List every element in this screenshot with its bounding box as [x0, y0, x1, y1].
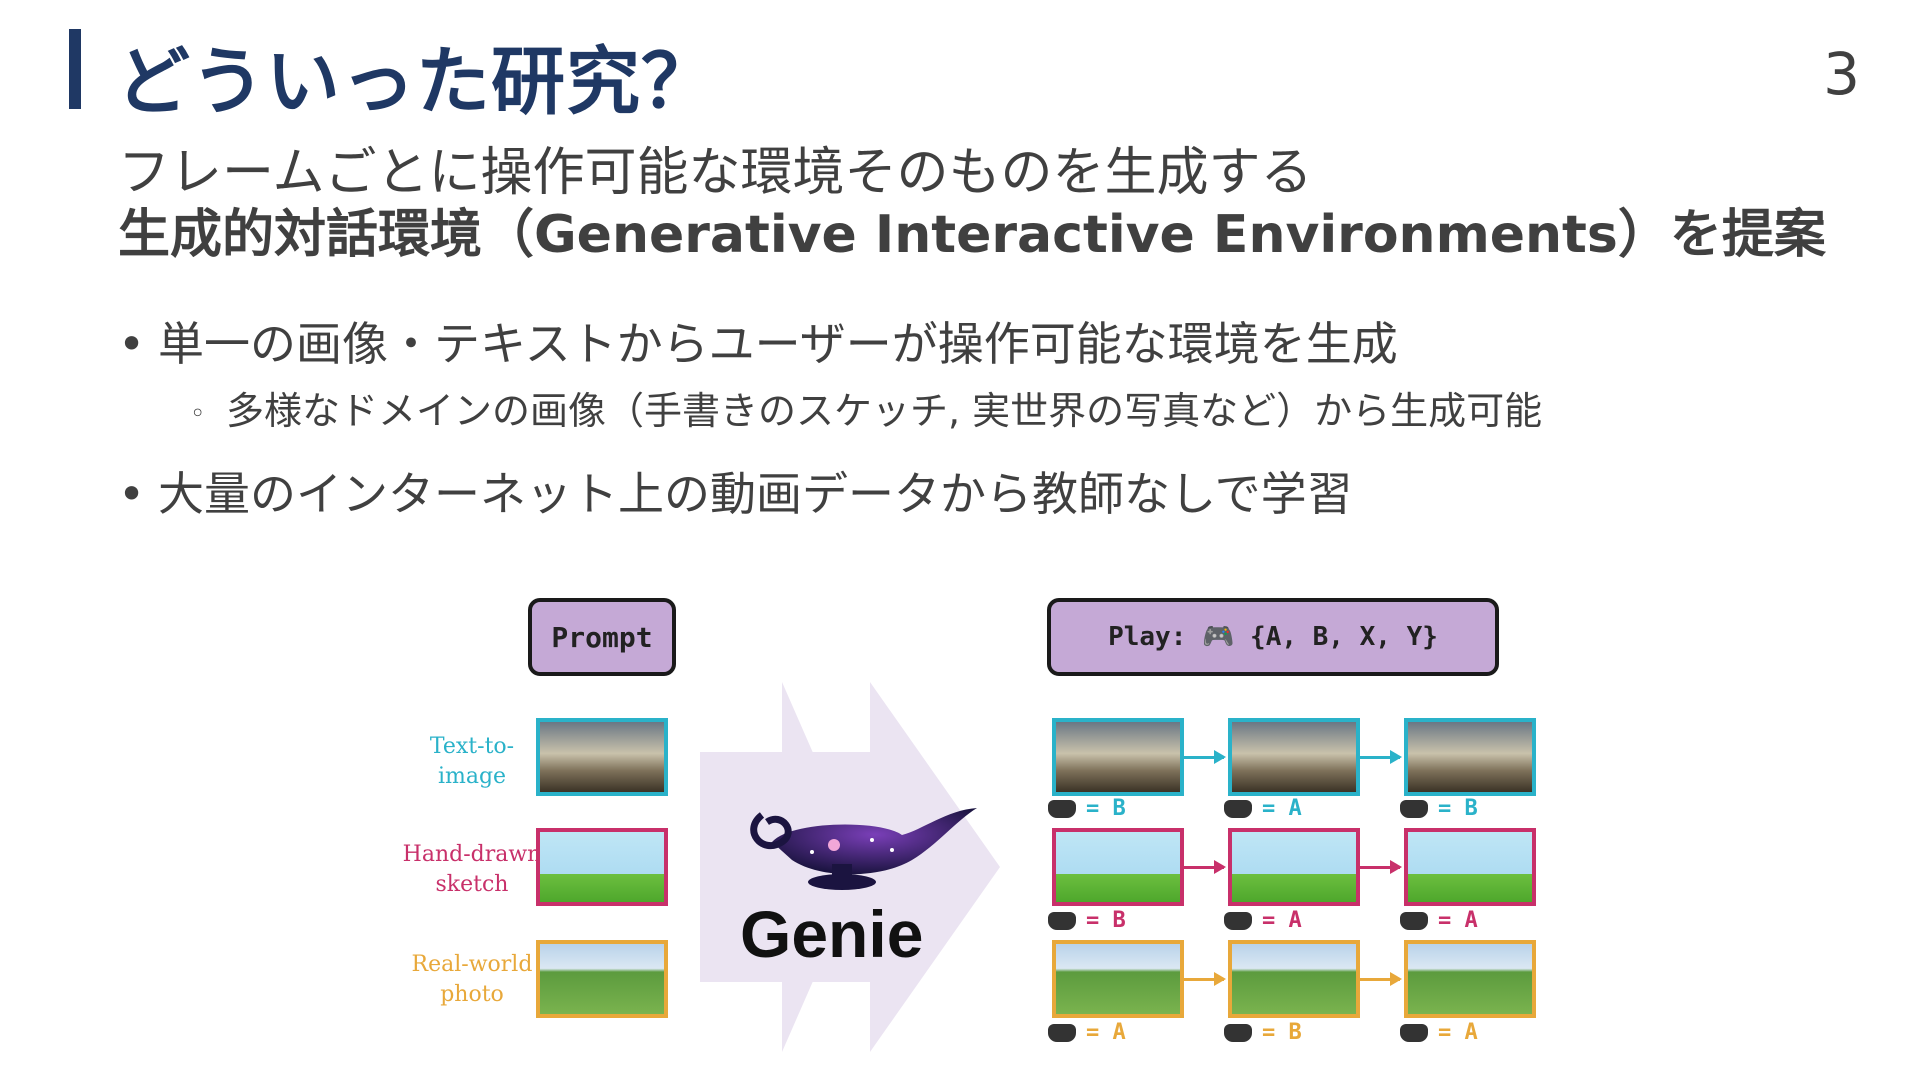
subtitle-line-1: フレームごとに操作可能な環境そのものを生成する — [118, 143, 1313, 203]
source-label-text-to-image: Text-to-image — [429, 734, 515, 789]
slide-title: どういった研究？ — [116, 39, 716, 125]
frame-r2-c2 — [1228, 828, 1360, 906]
source-image-sketch — [536, 828, 668, 906]
gamepad-icon — [1400, 911, 1428, 930]
frame-r1-c1 — [1052, 718, 1184, 796]
source-image-photo — [536, 940, 668, 1018]
action-r3-c1: = A — [1048, 1020, 1126, 1045]
prompt-box: Prompt — [528, 598, 676, 676]
gamepad-icon — [1224, 799, 1252, 818]
flow-arrow — [1360, 860, 1402, 874]
bullet-1: •単一の画像・テキストからユーザーが操作可能な環境を生成 — [118, 308, 1398, 374]
action-r2-c1: = B — [1048, 908, 1126, 933]
frame-r2-c3 — [1404, 828, 1536, 906]
play-box: Play: 🎮 {A, B, X, Y} — [1047, 598, 1499, 676]
genie-figure: Prompt Play: 🎮 {A, B, X, Y} Text-to-imag… — [380, 590, 1560, 1070]
frame-r3-c2 — [1228, 940, 1360, 1018]
flow-arrow — [1360, 750, 1402, 764]
gamepad-icon — [1224, 911, 1252, 930]
sub-bullet-1: ◦ 多様なドメインの画像（手書きのスケッチ, 実世界の写真など）から生成可能 — [190, 380, 1542, 435]
flow-arrow — [1360, 972, 1402, 986]
source-image-text — [536, 718, 668, 796]
page-number: 3 — [1823, 40, 1860, 108]
sub-bullet-1-text: 多様なドメインの画像（手書きのスケッチ, 実世界の写真など）から生成可能 — [226, 389, 1543, 433]
bullet-1-text: 単一の画像・テキストからユーザーが操作可能な環境を生成 — [158, 317, 1398, 371]
action-r1-c1: = B — [1048, 796, 1126, 821]
frame-r1-c2 — [1228, 718, 1360, 796]
source-label-hand-drawn: Hand-drawn sketch — [402, 842, 542, 897]
action-r3-c3: = A — [1400, 1020, 1478, 1045]
action-r2-c3: = A — [1400, 908, 1478, 933]
bullet-2: •大量のインターネット上の動画データから教師なしで学習 — [118, 458, 1353, 524]
frame-r2-c1 — [1052, 828, 1184, 906]
frame-r1-c3 — [1404, 718, 1536, 796]
frame-r3-c3 — [1404, 940, 1536, 1018]
action-r3-c2: = B — [1224, 1020, 1302, 1045]
subtitle-line-2: 生成的対話環境（Generative Interactive Environme… — [118, 205, 1826, 265]
frame-r3-c1 — [1052, 940, 1184, 1018]
gamepad-icon — [1048, 1023, 1076, 1042]
flow-arrow — [1184, 750, 1226, 764]
flow-arrow — [1184, 860, 1226, 874]
bullet-marker: • — [118, 317, 146, 371]
genie-label: Genie — [740, 897, 924, 971]
genie-lamp-icon — [750, 808, 977, 890]
action-r2-c2: = A — [1224, 908, 1302, 933]
bullet-2-text: 大量のインターネット上の動画データから教師なしで学習 — [158, 467, 1353, 521]
gamepad-icon — [1224, 1023, 1252, 1042]
flow-arrow — [1184, 972, 1226, 986]
sub-bullet-marker: ◦ — [190, 398, 206, 429]
title-accent-bar — [69, 29, 81, 109]
source-label-real-world: Real-world photo — [411, 952, 533, 1007]
gamepad-icon — [1400, 799, 1428, 818]
gamepad-icon — [1048, 799, 1076, 818]
bullet-marker: • — [118, 467, 146, 521]
action-r1-c2: = A — [1224, 796, 1302, 821]
gamepad-icon — [1048, 911, 1076, 930]
action-r1-c3: = B — [1400, 796, 1478, 821]
gamepad-icon — [1400, 1023, 1428, 1042]
